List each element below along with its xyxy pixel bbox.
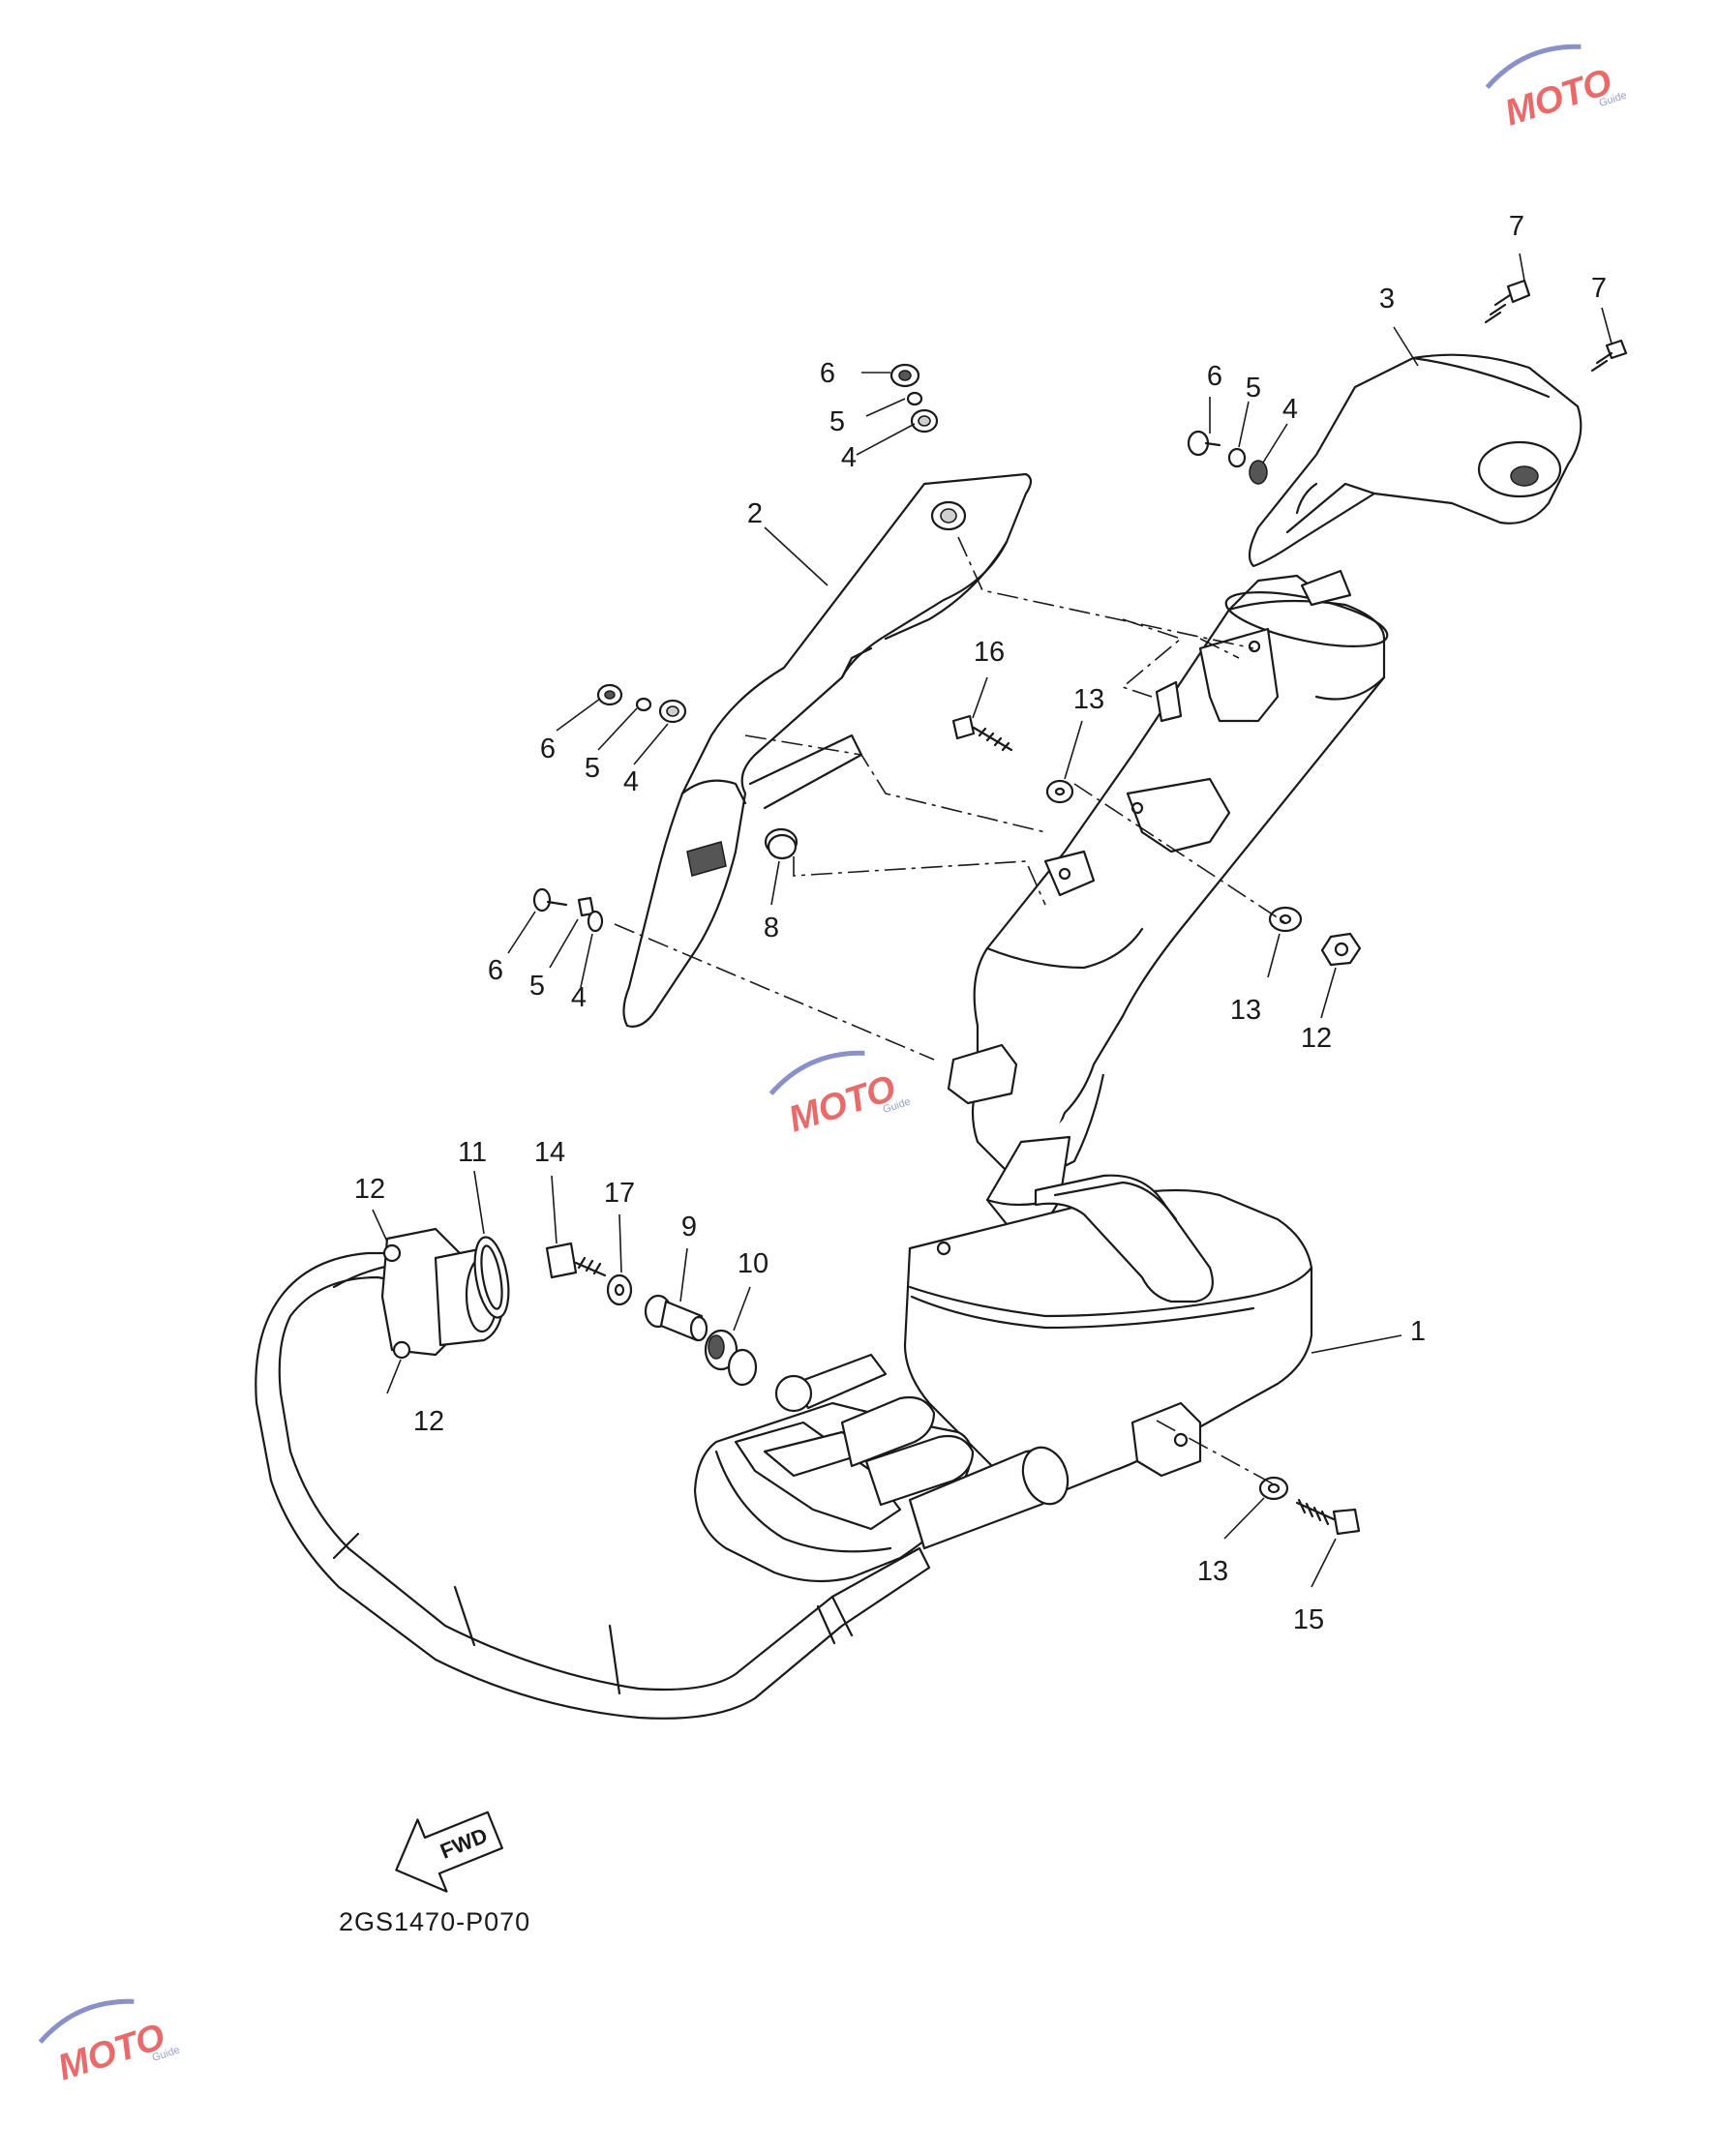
callout-12a: 12 [1301,1023,1332,1054]
part-17-washer [606,1273,633,1306]
part-5-collar-right [1227,447,1247,468]
leader-lines [372,253,1613,1588]
part-4-grommet-right [1249,460,1268,485]
part-11-gasket [473,1236,510,1319]
callout-12c: 12 [413,1406,444,1437]
callout-10: 10 [738,1248,769,1279]
part-8-grommet [767,833,798,860]
part-6-bolt-right [1187,430,1221,457]
watermark-logo-top-right: MOTO Guide [1485,44,1628,135]
part-7-bolt-a [1484,279,1531,324]
callout-5a: 5 [829,406,845,437]
callout-11: 11 [458,1137,487,1168]
part-12-nut-right [1320,932,1362,967]
part-4-grommet-left-mid [658,699,687,724]
part-7-bolt-b [1590,339,1628,373]
callout-12b: 12 [354,1174,385,1205]
callout-labels: 7 7 3 6 5 4 6 5 4 2 16 13 6 5 4 8 6 5 4 … [354,211,1607,1635]
callout-7b: 7 [1591,273,1607,304]
diagram-code: 2GS1470-P070 [339,1907,530,1936]
callout-6a: 6 [820,358,835,389]
callout-4d: 4 [571,982,587,1013]
part-5-collar-left-mid [635,697,652,712]
callout-6c: 6 [540,734,556,764]
alignment-lines [614,536,1288,1486]
part-16-bolt [951,714,1013,752]
callout-4a: 4 [841,442,857,473]
callout-4c: 4 [623,766,639,797]
callout-6b: 6 [1207,361,1222,392]
part-4-grommet-top [910,408,939,434]
callout-1: 1 [1410,1316,1426,1347]
part-silencer-body [971,569,1389,1178]
part-4-grommet-left-low [587,910,604,933]
callout-5c: 5 [585,753,600,784]
callout-14: 14 [534,1137,565,1168]
part-6-nut-top [889,363,920,388]
part-6-nut-left-mid [596,683,623,706]
callout-4b: 4 [1282,394,1298,425]
callout-5b: 5 [1246,373,1261,404]
part-13-washer-upper [1045,779,1074,804]
part-13-washer-lower [1258,1476,1289,1501]
part-3-muffler-end-cap [1248,353,1582,568]
callout-17: 17 [604,1178,635,1209]
callout-15: 15 [1293,1604,1324,1635]
part-1-muffler-box [903,1174,1313,1495]
part-9-collar [644,1294,708,1342]
callout-2: 2 [747,498,763,529]
callout-9: 9 [681,1212,697,1243]
watermark-logo-bottom-left: MOTO Guide [38,1998,181,2089]
hardware-items [532,279,1628,1536]
part-14-bolt [545,1242,607,1279]
part-5-collar-top [906,391,923,406]
callout-13c: 13 [1197,1556,1228,1587]
callout-7a: 7 [1509,211,1524,242]
part-catalyst-chamber [693,1353,1070,1583]
part-13-washer-right [1268,906,1303,933]
part-15-bolt [1295,1498,1361,1536]
part-10-grommet [704,1329,758,1387]
callout-3: 3 [1379,284,1395,314]
part-6-bolt-left-low [532,887,568,913]
callout-8: 8 [764,913,779,943]
watermark-logo-center: MOTO Guide [769,1050,912,1141]
callout-16: 16 [974,637,1005,668]
callout-5d: 5 [529,971,545,1002]
fwd-arrow-icon: FWD [395,1811,503,1893]
callout-13a: 13 [1073,684,1104,715]
callout-13b: 13 [1230,995,1261,1026]
callout-6d: 6 [488,955,503,986]
part-2-heat-shield [622,472,1033,1028]
